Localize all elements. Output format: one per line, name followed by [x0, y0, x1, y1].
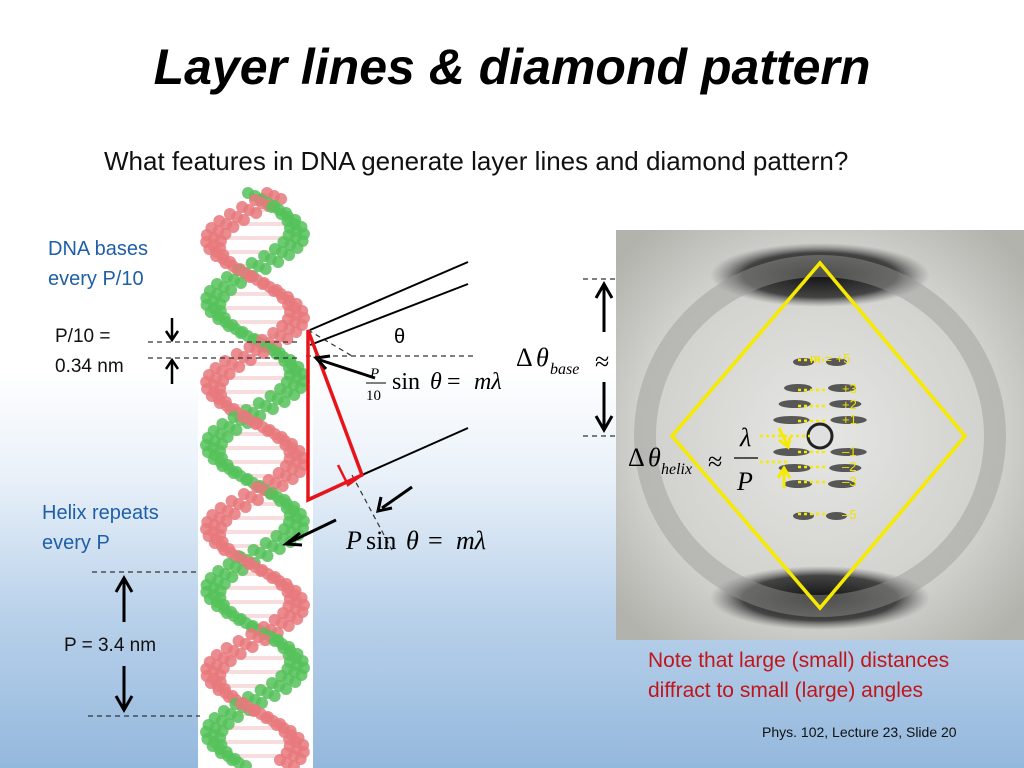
p10-line2: 0.34 nm	[55, 356, 124, 377]
svg-text:≈: ≈	[595, 347, 609, 376]
svg-text:10: 10	[366, 388, 381, 404]
note-line2: diffract to small (large) angles	[648, 679, 924, 702]
dna-bases-line1: DNA bases	[48, 238, 149, 260]
layer-label-m5neg: –5	[842, 507, 857, 522]
dna-helix-image	[198, 187, 313, 768]
p10-line1: P/10 =	[55, 326, 111, 347]
svg-text:θ: θ	[536, 343, 549, 372]
xray-diffraction-image	[616, 230, 1024, 640]
note-line1: Note that large (small) distances	[648, 649, 950, 672]
svg-text:≈: ≈	[708, 447, 722, 476]
layer-label-p1: +1	[842, 412, 857, 427]
slide-subtitle: What features in DNA generate layer line…	[104, 146, 849, 176]
helix-line2: every P	[42, 532, 110, 554]
svg-text:θ: θ	[406, 526, 419, 555]
path-difference-triangle	[306, 329, 365, 503]
svg-text:=: =	[428, 526, 443, 555]
svg-text:=: =	[447, 369, 461, 395]
svg-text:sin: sin	[366, 526, 396, 555]
svg-text:mλ: mλ	[456, 526, 486, 555]
slide-footer: Phys. 102, Lecture 23, Slide 20	[762, 724, 957, 740]
dna-bases-label: DNA bases every P/10	[48, 234, 148, 294]
svg-text:θ: θ	[648, 443, 661, 472]
svg-text:mλ: mλ	[474, 369, 502, 395]
svg-text:P: P	[369, 366, 379, 382]
helix-line1: Helix repeats	[42, 502, 159, 524]
svg-text:helix: helix	[661, 461, 692, 478]
svg-text:Δ: Δ	[628, 443, 645, 472]
svg-text:P: P	[345, 526, 362, 555]
base-spacing-arrows	[594, 280, 614, 434]
svg-text:base: base	[550, 361, 579, 378]
dna-bases-line2: every P/10	[48, 268, 144, 290]
small-equation: P 10 sin θ = mλ	[366, 366, 502, 404]
svg-text:P: P	[736, 467, 753, 496]
helix-spacing-arrows	[776, 427, 792, 488]
layer-label-p2: +2	[842, 397, 857, 412]
svg-text:λ: λ	[739, 423, 751, 452]
diamond-outline	[669, 260, 968, 611]
helix-angle-equation: Δ θ helix ≈ λ P	[628, 423, 758, 496]
layer-label-m2: –2	[842, 459, 857, 474]
diffraction-rays	[309, 261, 469, 499]
slide-title: Layer lines & diamond pattern	[153, 39, 871, 95]
angle-note: Note that large (small) distances diffra…	[648, 646, 949, 706]
layer-label-p3: +3	[842, 381, 857, 396]
pointer-arrows	[281, 354, 413, 547]
large-equation: P sin θ = mλ	[345, 526, 486, 555]
svg-text:θ: θ	[430, 369, 442, 395]
theta-symbol: θ	[394, 326, 405, 348]
p10-arrows	[164, 318, 180, 384]
p-value-label: P = 3.4 nm	[64, 635, 157, 656]
layer-label-m1: –1	[842, 444, 857, 459]
helix-repeats-label: Helix repeats every P	[42, 498, 159, 558]
p10-label: P/10 = 0.34 nm	[55, 322, 124, 382]
layer-label-m3: –3	[842, 474, 857, 489]
svg-text:sin: sin	[392, 369, 420, 395]
layer-label-m5: m = +5	[810, 351, 851, 366]
svg-text:Δ: Δ	[516, 343, 533, 372]
p-span-arrows	[114, 574, 134, 714]
